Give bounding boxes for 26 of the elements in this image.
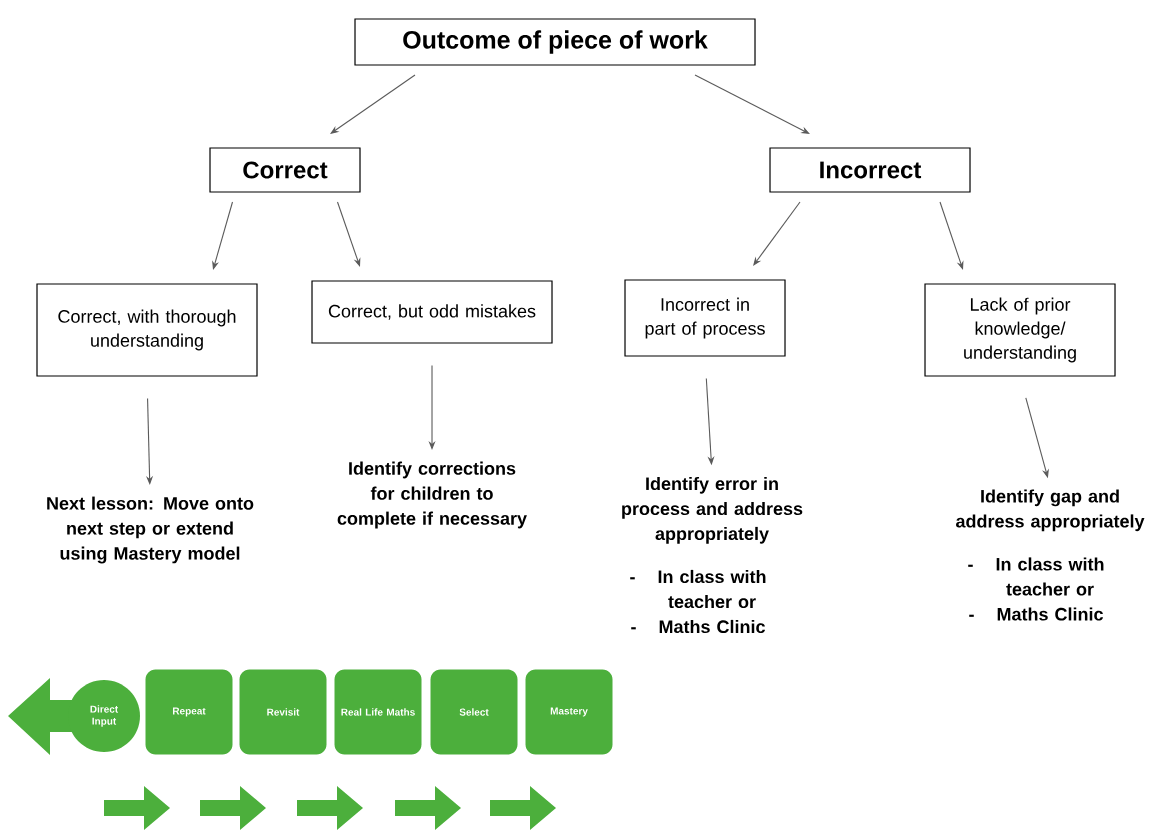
step-tile: Repeat (145, 669, 233, 755)
arrow (330, 74, 416, 134)
arrow (939, 201, 964, 270)
arrow (336, 201, 361, 267)
arrow (694, 74, 810, 134)
step-tile: Mastery (525, 669, 613, 755)
outcome-box: Correct, with thorough understanding (36, 283, 258, 377)
step-tile: Real Life Maths (334, 669, 422, 755)
outcome-box: Incorrect in part of process (624, 279, 786, 357)
step-tile: Select (430, 669, 518, 755)
bullet-dash: - (968, 564, 973, 567)
action-text: Next lesson: Move onto next step or extend using Mastery model (47, 496, 254, 564)
outcome-box: Correct, but odd mistakes (311, 280, 553, 344)
action-text: Identify gap and address appropriately - In class with teacher or - Maths Clinic (956, 489, 1145, 621)
arrow (212, 201, 234, 270)
step-tile: Revisit (239, 669, 327, 755)
category-box: Correct (209, 147, 361, 193)
bullet-dash: - (630, 577, 635, 580)
bullet-dash: - (631, 627, 636, 630)
action-text: Identify error in process and address appropriately - In class with teacher or - Maths Clinic (622, 476, 803, 634)
arrow (753, 201, 801, 266)
category-box: Incorrect (769, 147, 971, 193)
bullet-dash: - (969, 614, 974, 617)
title-box: Outcome of piece of work (354, 18, 756, 66)
action-text: Identify corrections for children to complete if necessary (337, 461, 527, 529)
outcome-box: Lack of prior knowledge/ understanding (924, 283, 1116, 377)
